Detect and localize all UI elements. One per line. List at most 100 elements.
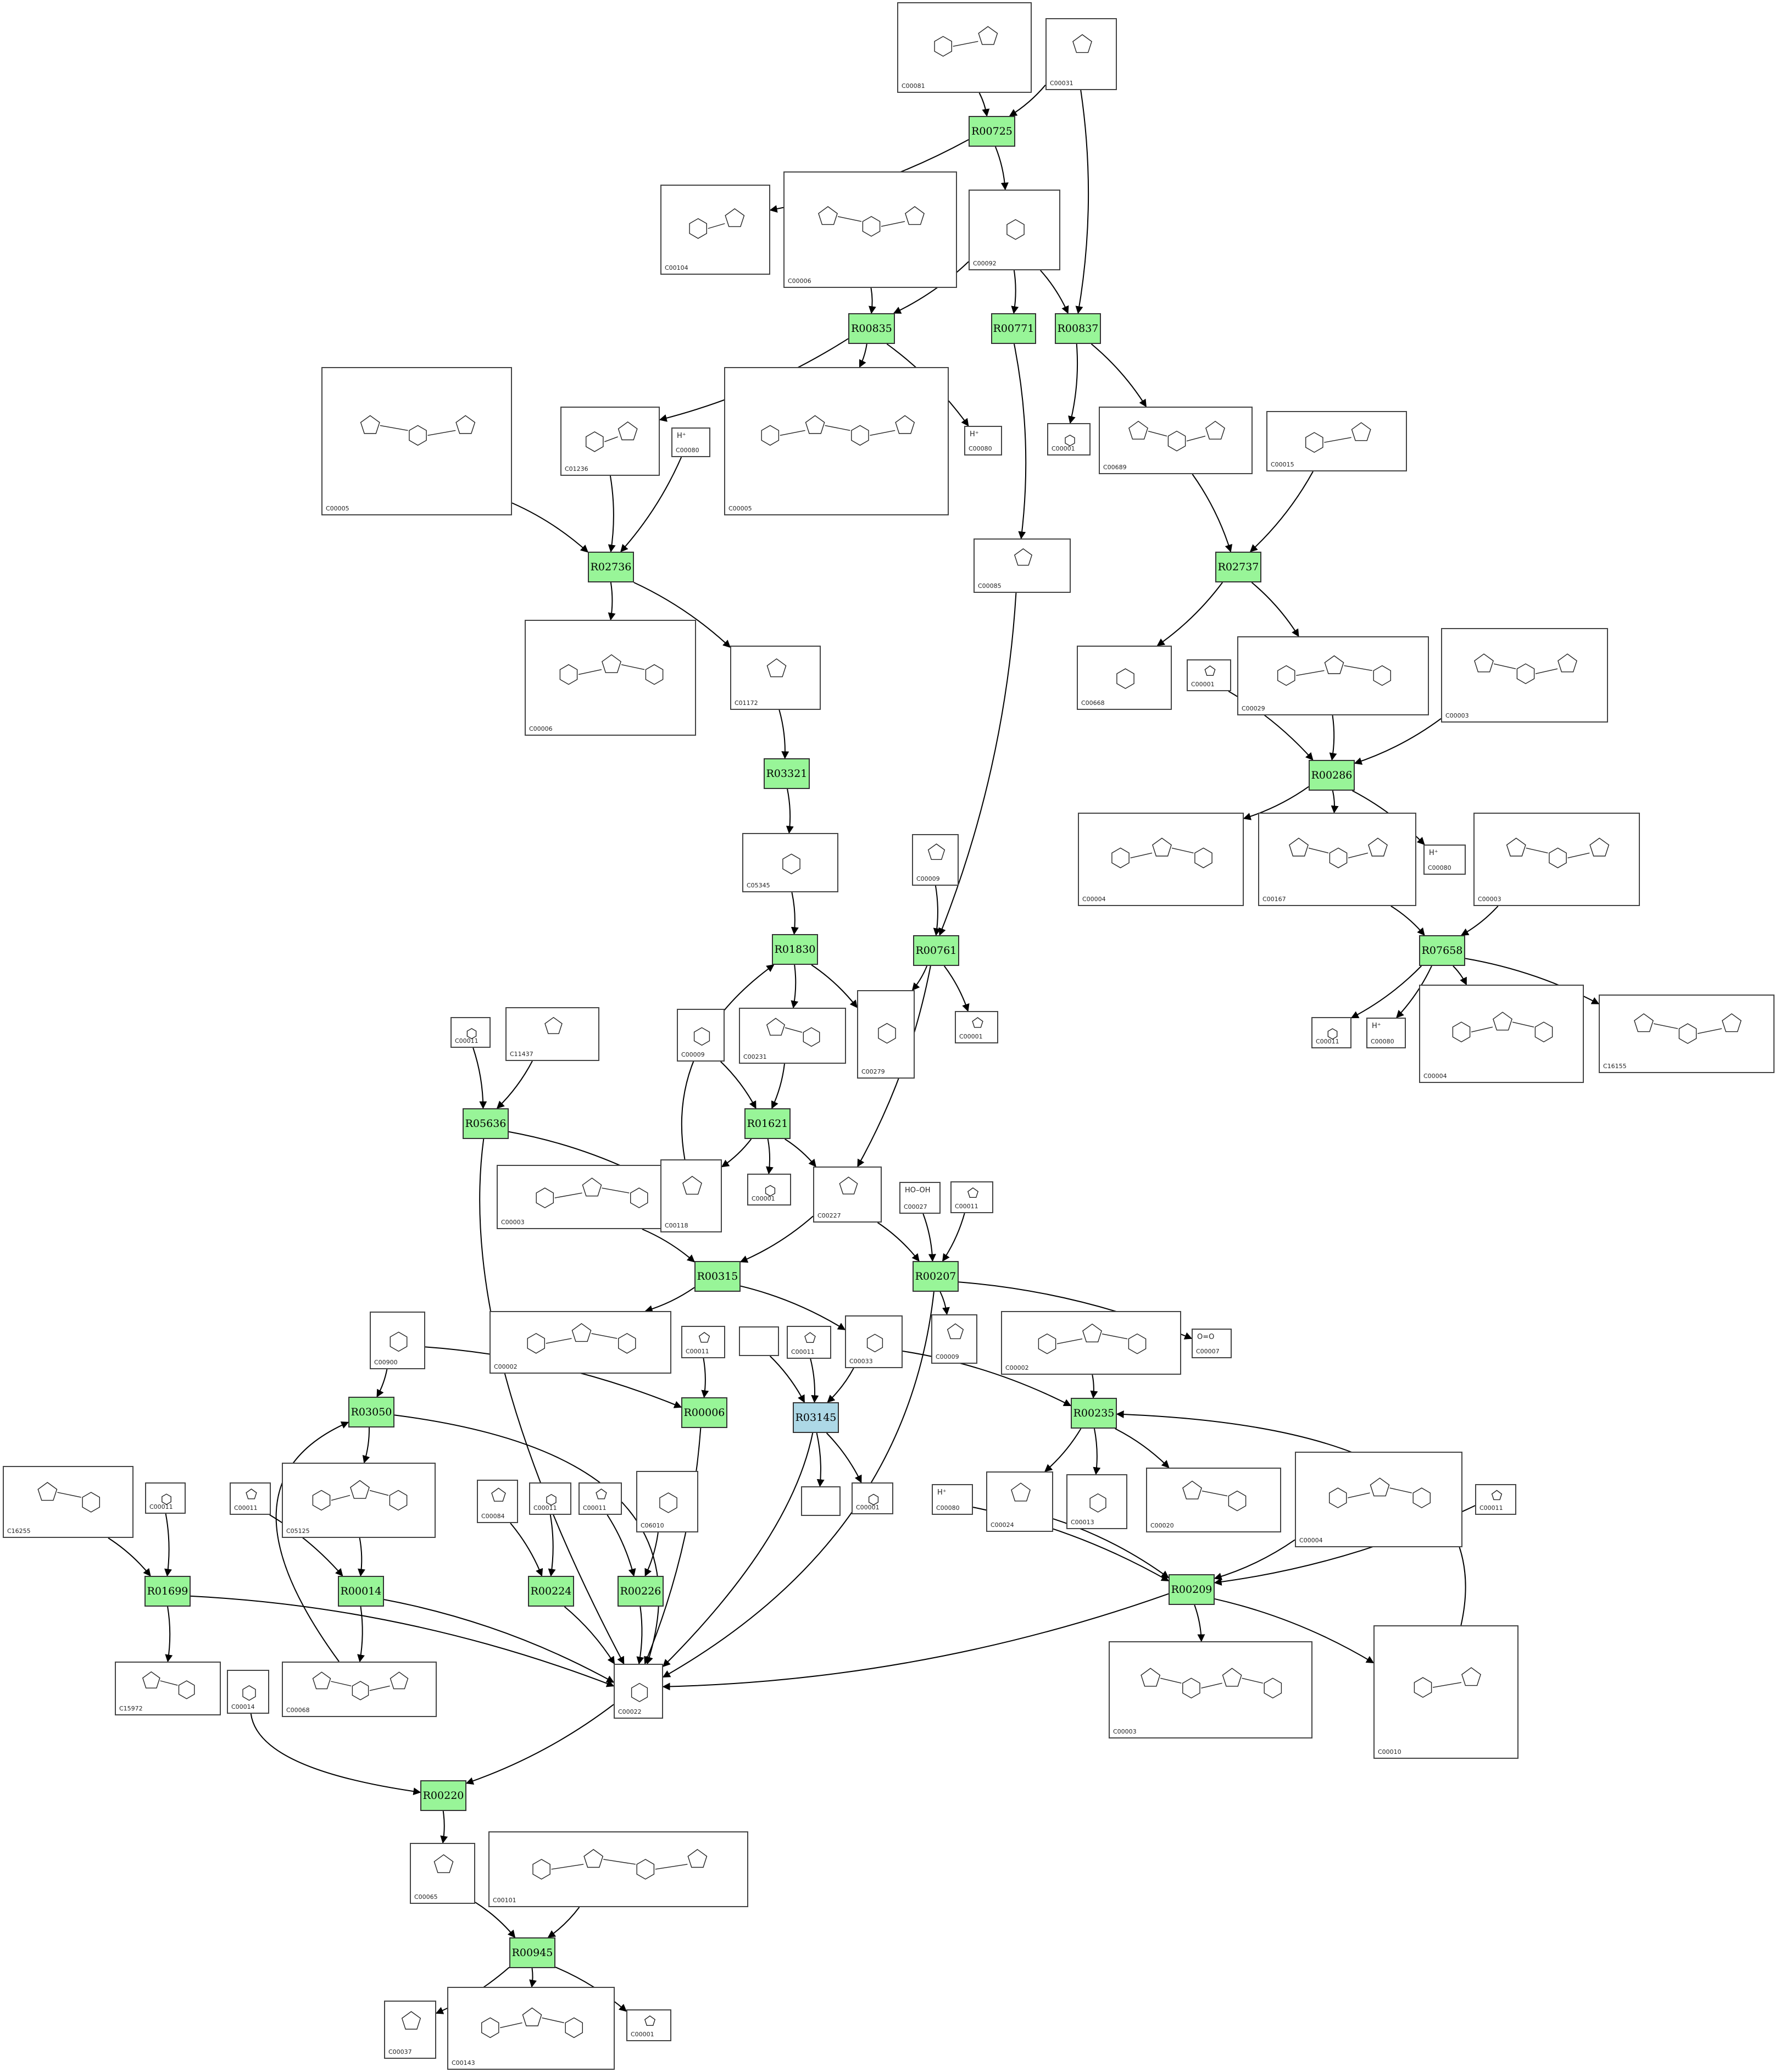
compound-box[interactable]: C00010	[1373, 1625, 1518, 1759]
compound-box[interactable]: C00011	[950, 1181, 993, 1213]
reaction-r02737[interactable]: R02737	[1215, 552, 1261, 582]
compound-box[interactable]: C00006	[783, 171, 957, 288]
compound-box[interactable]: C00900	[370, 1312, 425, 1369]
compound-box[interactable]: C00005	[724, 367, 949, 515]
compound-box[interactable]: C00084	[477, 1480, 518, 1523]
compound-box[interactable]: H⁺C00080	[1366, 1018, 1406, 1048]
compound-box[interactable]: C00004	[1078, 813, 1244, 906]
reaction-r03321[interactable]: R03321	[764, 758, 810, 789]
compound-box[interactable]: C00002	[490, 1311, 671, 1374]
compound-box[interactable]: C00081	[897, 2, 1032, 93]
compound-box[interactable]: C00143	[447, 1987, 615, 2070]
compound-box[interactable]	[739, 1326, 779, 1356]
compound-box[interactable]: H⁺C00080	[964, 426, 1002, 455]
compound-box[interactable]: C00020	[1146, 1468, 1281, 1532]
compound-box[interactable]: C01236	[560, 407, 660, 476]
compound-box[interactable]: C00009	[677, 1009, 725, 1062]
compound-box[interactable]: C00014	[227, 1670, 269, 1714]
compound-box[interactable]: C05345	[742, 833, 838, 892]
compound-box[interactable]: C00003	[1441, 628, 1608, 723]
reaction-r00235[interactable]: R00235	[1071, 1398, 1117, 1429]
compound-box[interactable]: C00005	[321, 367, 512, 515]
compound-box[interactable]: C00029	[1237, 636, 1429, 715]
compound-box[interactable]: C00101	[488, 1831, 748, 1907]
reaction-r00224[interactable]: R00224	[528, 1576, 574, 1607]
compound-box[interactable]: C00003	[1473, 813, 1640, 906]
compound-box[interactable]: C00002	[1001, 1311, 1181, 1375]
compound-box[interactable]: C00011	[529, 1482, 571, 1515]
reaction-r01621[interactable]: R01621	[744, 1108, 791, 1139]
compound-box[interactable]: C00001	[626, 2009, 671, 2041]
compound-box[interactable]: C00011	[450, 1017, 491, 1048]
compound-box[interactable]: C00011	[681, 1326, 725, 1358]
compound-box[interactable]: C00167	[1258, 813, 1416, 906]
compound-box[interactable]: C11437	[505, 1007, 599, 1061]
compound-box[interactable]: C00001	[852, 1482, 893, 1514]
compound-box[interactable]: C01172	[730, 646, 821, 710]
compound-box[interactable]: C00031	[1045, 18, 1117, 90]
compound-box[interactable]: C00065	[410, 1843, 475, 1904]
compound-box[interactable]	[801, 1486, 841, 1516]
reaction-r01699[interactable]: R01699	[144, 1576, 191, 1607]
compound-box[interactable]: C00279	[857, 990, 915, 1079]
compound-box[interactable]: C00104	[660, 185, 770, 275]
compound-box[interactable]: C00006	[525, 620, 696, 736]
compound-box[interactable]: C00004	[1295, 1452, 1462, 1547]
compound-box[interactable]: C00011	[1475, 1484, 1516, 1515]
compound-box[interactable]: C00001	[955, 1011, 998, 1043]
compound-box[interactable]: C00009	[931, 1314, 977, 1364]
compound-box[interactable]: C00668	[1077, 646, 1172, 710]
compound-box[interactable]: C00011	[145, 1482, 186, 1514]
compound-box[interactable]: C00011	[1311, 1017, 1351, 1048]
compound-box[interactable]: C00015	[1266, 411, 1407, 471]
compound-box[interactable]: C00037	[384, 2001, 436, 2059]
compound-box[interactable]: C00009	[912, 834, 959, 886]
compound-box[interactable]: H⁺C00080	[1423, 845, 1466, 875]
compound-box[interactable]: C00085	[974, 538, 1071, 593]
reaction-r00286[interactable]: R00286	[1309, 760, 1355, 791]
compound-box[interactable]: C00004	[1419, 985, 1584, 1083]
compound-box[interactable]: C00001	[1187, 659, 1231, 691]
reaction-r00220[interactable]: R00220	[420, 1780, 466, 1811]
reaction-r00761[interactable]: R00761	[913, 935, 959, 966]
compound-box[interactable]: C15972	[115, 1662, 221, 1715]
compound-box[interactable]: C00092	[969, 190, 1060, 270]
reaction-r00226[interactable]: R00226	[618, 1576, 664, 1607]
reaction-r00209[interactable]: R00209	[1169, 1574, 1215, 1605]
reaction-r03050[interactable]: R03050	[348, 1397, 394, 1427]
reaction-r00006[interactable]: R00006	[681, 1397, 727, 1428]
compound-box[interactable]: C05125	[282, 1463, 436, 1538]
compound-box[interactable]: C00013	[1066, 1474, 1127, 1529]
compound-box[interactable]: C00118	[660, 1159, 722, 1232]
reaction-r03145[interactable]: R03145	[793, 1402, 839, 1433]
compound-box[interactable]: C00003	[497, 1165, 685, 1229]
compound-box[interactable]: H⁺C00080	[932, 1484, 973, 1515]
compound-box[interactable]: C00011	[230, 1482, 271, 1515]
compound-box[interactable]: C00001	[1047, 423, 1091, 455]
reaction-r02736[interactable]: R02736	[588, 552, 634, 582]
compound-box[interactable]: C06010	[636, 1471, 698, 1532]
reaction-r01830[interactable]: R01830	[772, 934, 818, 965]
compound-box[interactable]: C00011	[787, 1326, 831, 1359]
reaction-r00945[interactable]: R00945	[509, 1937, 555, 1968]
compound-box[interactable]: C00024	[986, 1471, 1053, 1532]
reaction-r05636[interactable]: R05636	[463, 1108, 509, 1139]
reaction-r00835[interactable]: R00835	[848, 313, 895, 344]
compound-box[interactable]: C00011	[578, 1482, 622, 1515]
compound-box[interactable]: C00068	[282, 1662, 437, 1717]
compound-box[interactable]: C00003	[1109, 1641, 1312, 1738]
compound-box[interactable]: C16255	[3, 1466, 134, 1538]
compound-box[interactable]: C00231	[739, 1008, 846, 1064]
reaction-r00725[interactable]: R00725	[969, 116, 1015, 147]
reaction-r00207[interactable]: R00207	[913, 1261, 959, 1292]
compound-box[interactable]: C00689	[1099, 407, 1253, 474]
compound-box[interactable]: C00022	[614, 1664, 663, 1719]
reaction-r00014[interactable]: R00014	[338, 1576, 384, 1607]
compound-box[interactable]: H⁺C00080	[671, 427, 710, 457]
reaction-r00837[interactable]: R00837	[1055, 313, 1101, 344]
reaction-r07658[interactable]: R07658	[1419, 935, 1465, 966]
compound-box[interactable]: C16155	[1599, 995, 1775, 1073]
compound-box[interactable]: C00227	[813, 1166, 882, 1223]
